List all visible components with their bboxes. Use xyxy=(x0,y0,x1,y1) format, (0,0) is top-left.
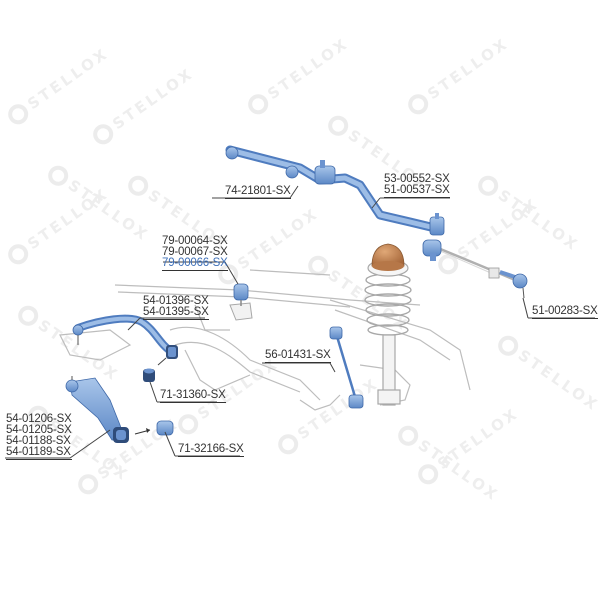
part-label-strut-link[interactable]: 56-01431-SX xyxy=(265,349,331,363)
part-label-group-center-link: 53-00552-SX 51-00537-SX xyxy=(384,173,450,198)
part-label-lower-bushing[interactable]: 71-32166-SX xyxy=(178,443,244,457)
upper-bushing-part xyxy=(143,357,167,382)
coil-spring-strut xyxy=(364,243,412,406)
part-label-group-lower-arm: 54-01206-SX 54-01205-SX 54-01188-SX 54-0… xyxy=(6,413,72,460)
part-label-lower-arm-d[interactable]: 54-01189-SX xyxy=(6,446,72,460)
part-label-lower-arm-b[interactable]: 54-01205-SX xyxy=(6,424,72,436)
part-label-tie-rod-end[interactable]: 74-21801-SX xyxy=(225,185,291,199)
outer-tie-rod-part xyxy=(422,239,528,299)
subframe-outline xyxy=(59,269,471,411)
part-label-center-link-b[interactable]: 51-00537-SX xyxy=(384,184,450,198)
part-label-stabilizer-link-c[interactable]: 79-00066-SX xyxy=(162,257,228,271)
part-label-lower-arm-c[interactable]: 54-01188-SX xyxy=(6,435,71,447)
part-label-upper-arm-b[interactable]: 54-01395-SX xyxy=(143,306,209,320)
part-label-center-link-a[interactable]: 53-00552-SX xyxy=(384,173,450,185)
stabilizer-link-part xyxy=(229,283,253,321)
center-link-part xyxy=(225,145,445,236)
lower-bushing-part xyxy=(156,420,174,436)
part-label-lower-arm-a[interactable]: 54-01206-SX xyxy=(6,413,72,425)
part-label-upper-arm-a[interactable]: 54-01396-SX xyxy=(143,295,209,307)
upper-control-arm-part xyxy=(72,314,178,359)
part-label-upper-bushing[interactable]: 71-31360-SX xyxy=(160,389,226,403)
part-label-outer-tie-rod[interactable]: 51-00283-SX xyxy=(532,305,598,319)
lower-control-arm-part xyxy=(65,376,151,443)
part-label-stabilizer-link-b[interactable]: 79-00067-SX xyxy=(162,246,228,258)
part-label-group-upper-arm: 54-01396-SX 54-01395-SX xyxy=(143,295,209,320)
spring-cap-icon xyxy=(371,243,405,267)
part-label-group-stabilizer-link: 79-00064-SX 79-00067-SX 79-00066-SX xyxy=(162,235,228,271)
part-label-stabilizer-link-a[interactable]: 79-00064-SX xyxy=(162,235,228,247)
strut-link-part xyxy=(329,326,364,409)
